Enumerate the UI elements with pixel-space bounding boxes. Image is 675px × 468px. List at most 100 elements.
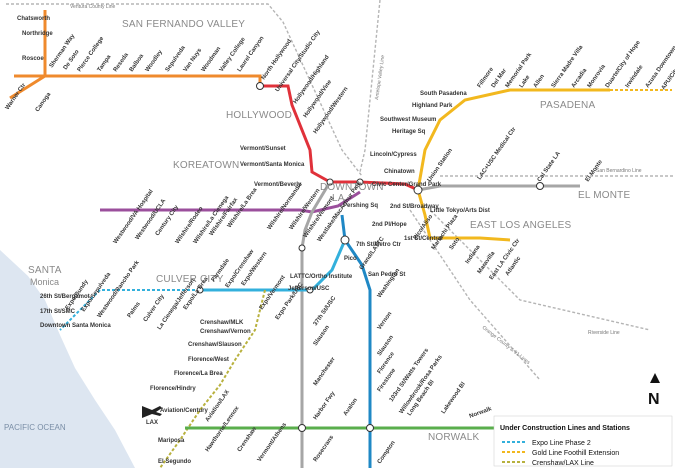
gold-line-labels: Union Station Chinatown Lincoln/Cypress … [370,39,675,281]
station-label[interactable]: Universal City/Studio City [275,29,322,93]
silver-line-downtown [300,181,332,249]
legend-item-gold: Gold Line Foothill Extension [532,450,619,457]
station-label[interactable]: El Segundo [158,459,191,465]
station-label[interactable]: Florence/Hindry [150,386,196,392]
pershing-sq-marker[interactable] [356,178,364,186]
north-arrow: N [648,373,660,408]
station-label[interactable]: Southwest Museum [380,117,436,123]
station-label[interactable]: Tampa [97,54,113,73]
region-norwalk: NORWALK [428,432,480,443]
lattc-marker[interactable] [298,244,306,252]
station-label[interactable]: Chinatown [384,169,415,175]
station-label[interactable]: Pershing Sq [343,203,378,209]
station-label[interactable]: Palms [127,301,142,319]
legend: Under Construction Lines and Stations Ex… [493,415,673,467]
expo-crenshaw-marker[interactable] [196,286,204,294]
willowbrook-marker[interactable] [366,424,374,432]
station-label[interactable]: Florence/West [188,357,229,363]
station-label[interactable]: Norwalk [469,406,494,420]
station-label[interactable]: Chatsworth [17,16,50,22]
cal-state-la-marker[interactable] [536,182,544,190]
station-label[interactable]: Northridge [22,31,53,37]
station-label[interactable]: Duarte/City of Hope [605,39,642,89]
station-label[interactable]: Allen [533,73,547,89]
expo-park-marker[interactable] [306,286,314,294]
station-label[interactable]: Vermont/Beverly [254,182,302,188]
legend-item-crenshaw: Crenshaw/LAX Line [532,460,594,467]
gold-line [416,88,610,191]
station-label[interactable]: Harbor Fwy [313,390,337,421]
station-label[interactable]: Manchester [313,356,337,387]
north-arrow-icon [650,373,660,383]
station-label[interactable]: Mariposa [158,438,185,444]
station-label[interactable]: Crenshaw [237,426,259,453]
lax-label: LAX [146,420,158,426]
station-label[interactable]: Union Station [427,147,454,183]
harbor-fwy-marker[interactable] [298,424,306,432]
compass-label: N [648,391,660,408]
station-label[interactable]: Civic Center/Grand Park [372,182,442,188]
station-label[interactable]: Avalon [343,397,359,417]
station-label[interactable]: Slauson [313,324,331,347]
station-label[interactable]: Lakewood Bl [441,381,467,415]
station-label[interactable]: Balboa [129,53,146,73]
station-label[interactable]: 7th St/Metro Ctr [356,242,402,248]
station-label[interactable]: LAC+USC Medical Ctr [477,126,518,181]
station-label[interactable]: 1st St/Central [404,236,443,242]
station-label[interactable]: Crenshaw/MLK [200,320,244,326]
station-label[interactable]: Warner Ctr [5,82,28,111]
station-label[interactable]: Lake [519,74,532,89]
station-label[interactable]: 2nd St/Broadway [390,204,439,210]
station-label[interactable]: Aviation/Century [160,408,208,414]
orange-line-labels: Chatsworth Northridge Roscoe Sherman Way… [5,16,294,113]
region-downtown: DOWNTOWN [320,182,384,193]
station-label[interactable]: Jefferson/USC [288,286,330,292]
station-label[interactable]: Canoga [35,91,53,113]
san-bernardino-line-label: San Bernardino Line [596,168,642,174]
region-pasadena: PASADENA [540,100,595,111]
expo-line [200,239,347,292]
station-label[interactable]: San Pedro St [368,272,405,278]
north-hollywood-station-marker[interactable] [256,82,264,90]
antelope-rail [359,0,381,173]
station-label[interactable]: 2nd Pl/Hope [372,222,407,228]
station-label[interactable]: Florence/La Brea [174,371,223,377]
station-label[interactable]: LATTC/Ortho Institute [290,274,353,280]
station-label[interactable]: South Pasadena [420,91,467,97]
station-label[interactable]: Lincoln/Cypress [370,152,417,158]
riverside-rail [419,199,651,331]
station-label[interactable]: Vermont/Santa Monica [240,162,305,168]
union-station-marker[interactable] [413,185,423,195]
civic-center-marker[interactable] [326,178,334,186]
station-label[interactable]: Roscoe [22,56,44,62]
green-line-labels: Aviation/LAX Hawthorne/Lennox Crenshaw V… [205,379,494,463]
riverside-line-label: Riverside Line [588,330,620,336]
station-label[interactable]: Downtown Santa Monica [40,323,111,329]
station-label[interactable]: Pico [344,256,357,262]
station-label[interactable]: 37th St/USC [313,295,338,327]
airplane-icon [142,406,162,418]
gold-line-east [416,189,511,242]
station-label[interactable]: Vernon [377,311,394,331]
station-label[interactable]: Highland Park [412,103,453,109]
region-culver-city: CULVER CITY [156,274,224,285]
region-san-fernando-valley: SAN FERNANDO VALLEY [122,19,245,30]
station-label[interactable]: Compton [377,440,397,465]
lax-airport: LAX [142,406,162,426]
station-label[interactable]: Crenshaw/Vernon [200,329,251,335]
station-label[interactable]: Irwindale [625,64,645,89]
region-el-monte: EL MONTE [578,190,630,201]
station-label[interactable]: Vermont/Sunset [240,146,286,152]
station-label[interactable]: 17th St/SMC [40,309,76,315]
station-label[interactable]: 26th St/Bergamot [40,294,90,300]
station-label[interactable]: Little Tokyo/Arts Dist [430,208,490,214]
blue-line [340,214,372,468]
7th-metro-ctr-marker[interactable] [340,235,350,245]
station-label[interactable]: Heritage Sq [392,129,426,135]
station-label[interactable]: Crenshaw/Slauson [188,342,242,348]
station-label[interactable]: Cal State LA [537,150,563,183]
station-label[interactable]: Grand/LATTC [359,236,386,272]
antelope-valley-line-label: Antelope Valley Line [374,54,386,100]
station-label[interactable]: Rosecrans [313,434,336,463]
station-label[interactable]: Woodley [145,49,165,73]
